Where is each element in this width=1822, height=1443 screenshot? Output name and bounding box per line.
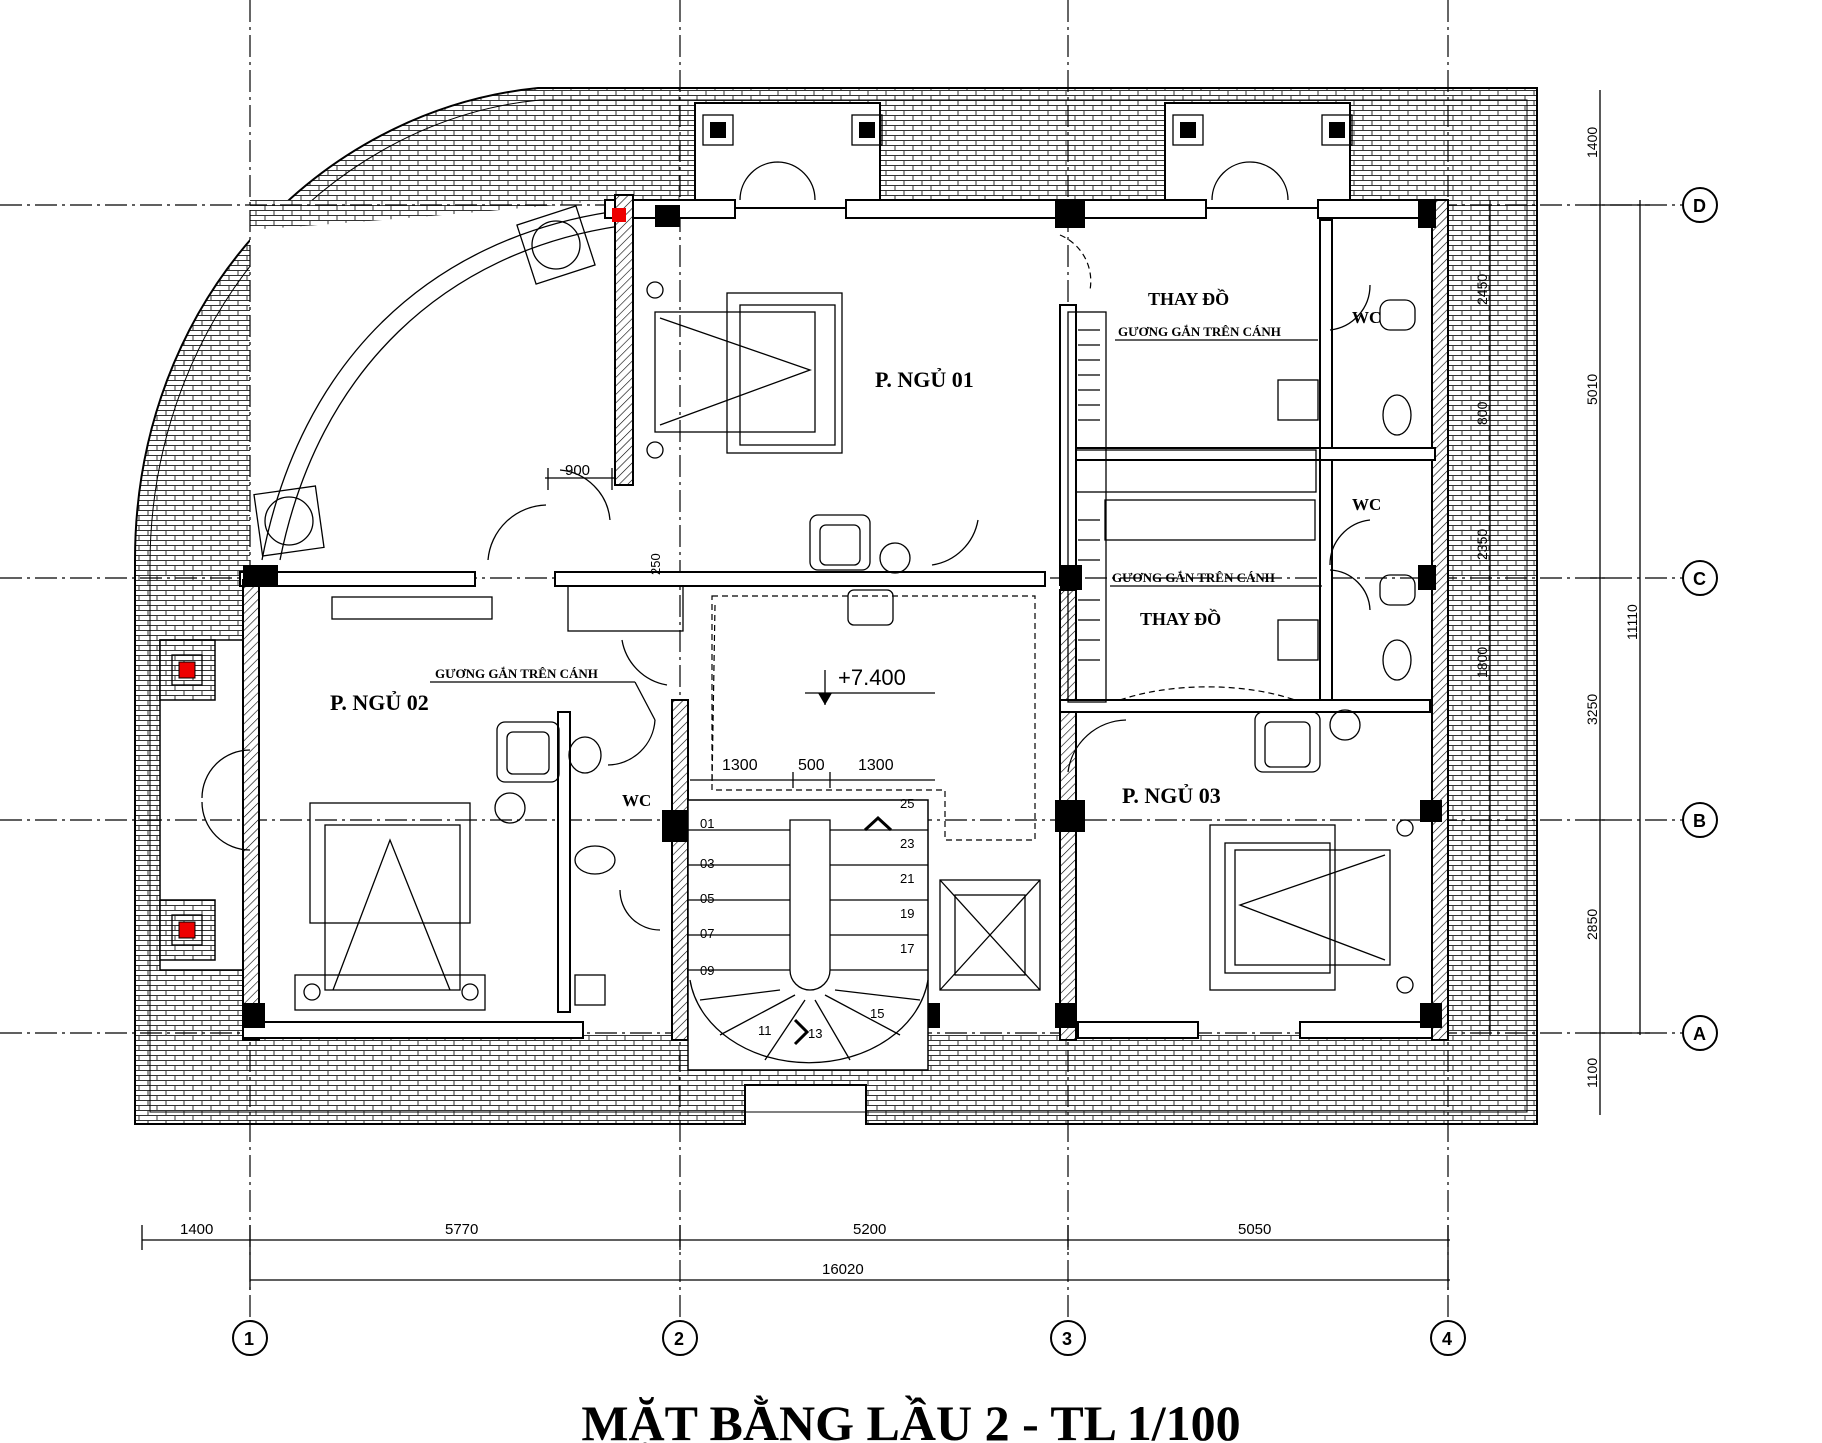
stair-num-15: 15: [870, 1006, 884, 1021]
label-dressing-01: THAY ĐỒ: [1148, 288, 1229, 309]
grid-bubble-c: C: [1693, 569, 1706, 589]
wardrobes: [331, 311, 1317, 703]
room-labels: P. NGỦ 01 P. NGỦ 02 P. NGỦ 03 THAY ĐỒ TH…: [330, 288, 1381, 810]
dim-bottom-4: 5050: [1238, 1221, 1271, 1238]
top-balconies: [694, 102, 1353, 209]
right-dimensions: 1400 5010 3250 2850 1100 11110 2450 800 …: [1474, 90, 1650, 1115]
stair-num-17: 17: [900, 941, 914, 956]
mirror-notes: GƯƠNG GẮN TRÊN CÁNH GƯƠNG GẮN TRÊN CÁNH …: [430, 324, 1322, 721]
staircase: [687, 799, 929, 1071]
note-mirror-02: GƯƠNG GẮN TRÊN CÁNH: [1112, 570, 1275, 585]
wc-fixtures: [568, 299, 1416, 1006]
dim-inner-1: 2450: [1474, 274, 1490, 305]
label-wc-02: WC: [1352, 495, 1381, 514]
stair-num-07: 07: [700, 926, 714, 941]
label-bed-02: P. NGỦ 02: [330, 690, 429, 715]
grid-bubble-1: 1: [244, 1329, 254, 1349]
curved-balcony: [253, 205, 621, 561]
stair-num-23: 23: [900, 836, 914, 851]
label-dressing-02: THAY ĐỒ: [1140, 608, 1221, 629]
stair-num-01: 01: [700, 816, 714, 831]
dim-bottom-3: 5200: [853, 1221, 886, 1238]
drawing-title: MẶT BẰNG LẦU 2 - TL 1/100: [581, 1394, 1240, 1443]
dim-inner-3: 2350: [1474, 529, 1490, 560]
grid-bubble-a: A: [1693, 1024, 1706, 1044]
dim-right-4: 2850: [1584, 909, 1600, 940]
dim-right-2: 5010: [1584, 374, 1600, 405]
stair-num-05: 05: [700, 891, 714, 906]
dim-right-1: 1400: [1584, 127, 1600, 158]
elevator: [939, 879, 1041, 991]
internal-dimensions: 900 250 1300 500 1300: [545, 462, 935, 788]
grid-bubble-4: 4: [1442, 1329, 1452, 1349]
dim-right-3: 3250: [1584, 694, 1600, 725]
dim-bottom-total: 16020: [822, 1261, 864, 1278]
dim-stair-b: 500: [798, 757, 825, 774]
bed-01: [646, 281, 843, 459]
grid-bubble-2: 2: [674, 1329, 684, 1349]
stair-numbers: 01 03 05 07 09 25 23 21 19 17 11 13 15: [700, 796, 914, 1041]
armchairs: [494, 514, 1361, 824]
stair-num-19: 19: [900, 906, 914, 921]
stair-num-21: 21: [900, 871, 914, 886]
dim-stair-a: 1300: [722, 757, 758, 774]
bed-03: [1209, 819, 1414, 994]
label-bed-01: P. NGỦ 01: [875, 367, 974, 392]
dim-stair-c: 1300: [858, 757, 894, 774]
bed-02: [294, 802, 486, 1011]
label-bed-03: P. NGỦ 03: [1122, 783, 1221, 808]
doors: [487, 234, 1371, 931]
dim-inner-2: 800: [1474, 401, 1490, 425]
walls: [239, 194, 1449, 1041]
grid-bubbles: D C B A 1 2 3 4: [232, 187, 1718, 1356]
stair-num-13: 13: [808, 1026, 822, 1041]
dim-door: 900: [565, 462, 590, 479]
bottom-dimensions: 1400 5770 5200 5050 16020: [141, 1221, 1450, 1290]
dim-small: 250: [648, 553, 663, 575]
dim-right-total: 11110: [1624, 604, 1640, 640]
grid-bubble-d: D: [1693, 196, 1706, 216]
grid-bubble-3: 3: [1062, 1329, 1072, 1349]
stair-num-09: 09: [700, 963, 714, 978]
grid-bubble-b: B: [1693, 811, 1706, 831]
stair-num-11: 11: [758, 1023, 772, 1038]
stair-num-03: 03: [700, 856, 714, 871]
level-marker: +7.400: [805, 665, 935, 705]
stair-num-25: 25: [900, 796, 914, 811]
note-mirror-01: GƯƠNG GẮN TRÊN CÁNH: [1118, 324, 1281, 339]
note-mirror-03: GƯƠNG GẮN TRÊN CÁNH: [435, 666, 598, 681]
dim-inner-4: 1800: [1474, 647, 1490, 678]
level-text: +7.400: [838, 665, 906, 690]
left-balcony: [159, 639, 251, 961]
dim-bottom-2: 5770: [445, 1221, 478, 1238]
label-wc-03: WC: [622, 791, 651, 810]
dim-bottom-1: 1400: [180, 1221, 213, 1238]
void-outline: [711, 595, 1036, 841]
label-wc-01: WC: [1352, 308, 1381, 327]
dim-right-5: 1100: [1584, 1058, 1600, 1088]
